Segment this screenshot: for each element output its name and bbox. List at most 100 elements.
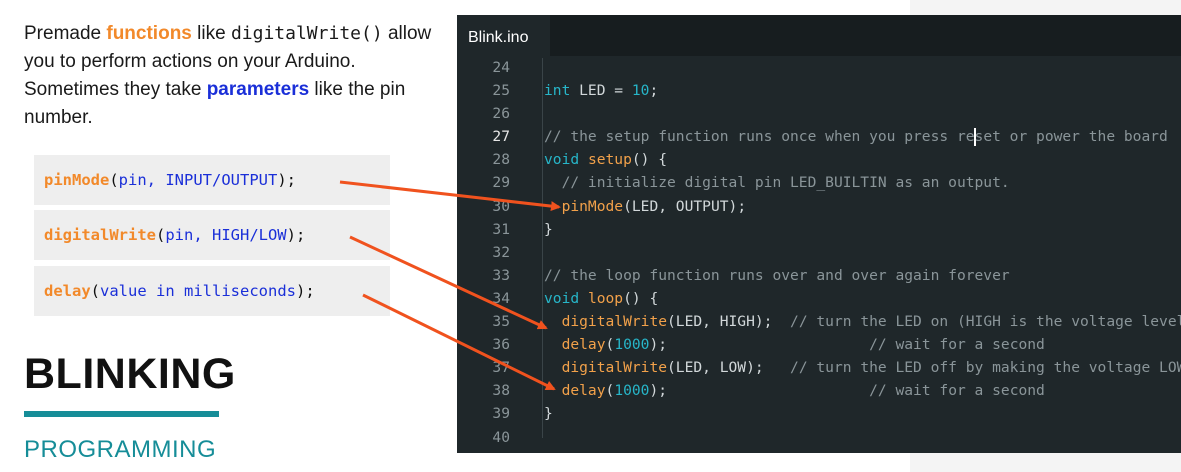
code-token: pinMode — [561, 197, 624, 215]
code-line[interactable]: 38 delay(1000); // wait for a second — [457, 379, 1181, 402]
snippet-function: delay — [44, 282, 91, 300]
code-token: // wait for a second — [869, 382, 1045, 400]
code-token: // initialize digital pin LED_BUILTIN as… — [544, 174, 1010, 192]
functions-keyword: functions — [106, 23, 192, 44]
snippet-punct: ( — [109, 171, 119, 189]
snippet-punct: ); — [277, 171, 296, 189]
snippet-args: value in milliseconds — [100, 282, 296, 300]
code-line[interactable]: 39} — [457, 402, 1181, 425]
code-line[interactable]: 37 digitalWrite(LED, LOW); // turn the L… — [457, 356, 1181, 379]
code-token: } — [544, 220, 553, 238]
intro-text: Premade — [24, 23, 107, 44]
snippet-delay: delay(value in milliseconds); — [34, 266, 390, 316]
code-token: (LED, OUTPUT); — [623, 197, 747, 215]
text-cursor — [973, 128, 976, 147]
code-line[interactable]: 28 void setup() { — [457, 148, 1181, 171]
code-text: // the loop function runs over and over … — [544, 264, 1010, 287]
code-line[interactable]: 27 // the setup function runs once when y… — [457, 125, 1181, 148]
code-line[interactable]: 29 // initialize digital pin LED_BUILTIN… — [457, 171, 1181, 194]
code-token: ( — [605, 382, 615, 400]
code-text: delay(1000); // wait for a second — [544, 379, 1045, 402]
snippet-digitalwrite: digitalWrite(pin, HIGH/LOW); — [34, 210, 390, 260]
code-token: loop — [587, 289, 624, 307]
code-token: // the setup function runs once when you… — [544, 128, 975, 146]
code-token: delay — [561, 382, 606, 400]
line-number: 29 — [492, 174, 510, 192]
line-number: 36 — [492, 336, 510, 354]
code-text: delay(1000); // wait for a second — [544, 333, 1045, 356]
page-heading: BLINKING — [24, 350, 236, 398]
code-token: LED = — [570, 82, 632, 100]
code-token — [544, 198, 562, 215]
code-line[interactable]: 25 int LED = 10; — [457, 79, 1181, 102]
code-text: } — [544, 218, 553, 241]
line-number: 37 — [492, 359, 510, 377]
code-token: digitalWrite — [561, 359, 668, 377]
line-number: 31 — [492, 220, 510, 238]
code-token: delay — [561, 336, 606, 354]
code-token: 1000 — [614, 382, 650, 400]
code-token — [579, 290, 588, 307]
code-line[interactable]: 30 pinMode(LED, OUTPUT); — [457, 195, 1181, 218]
code-line[interactable]: 24 — [457, 56, 1181, 79]
code-text: pinMode(LED, OUTPUT); — [544, 195, 747, 218]
line-number: 27 — [492, 128, 510, 146]
editor-tab-bar: Blink.ino — [457, 15, 1181, 56]
code-token: set or power the board — [974, 128, 1168, 146]
intro-text: like — [191, 23, 231, 44]
code-editor: Blink.ino 24 25 int LED = 10; 26 27 // the se… — [457, 15, 1181, 453]
code-token: (LED, HIGH); — [667, 313, 791, 331]
line-number: 33 — [492, 266, 510, 284]
code-line[interactable]: 35 digitalWrite(LED, HIGH); // turn the … — [457, 310, 1181, 333]
code-line[interactable]: 31} — [457, 218, 1181, 241]
code-token — [544, 336, 562, 353]
code-token: // turn the LED off by making the voltag… — [790, 359, 1181, 377]
code-token — [544, 313, 562, 330]
code-token: () { — [623, 289, 659, 307]
code-line[interactable]: 32 — [457, 241, 1181, 264]
tab-blink-ino[interactable]: Blink.ino — [457, 15, 550, 56]
snippet-punct: ); — [286, 226, 306, 244]
snippet-punct: ( — [90, 282, 101, 300]
intro-text: allow you to perform actions on your Ard… — [24, 23, 432, 100]
line-number: 38 — [492, 382, 510, 400]
code-text: // the setup function runs once when you… — [544, 125, 1168, 148]
code-text: } — [544, 402, 553, 425]
line-number: 26 — [492, 105, 510, 123]
code-text: int LED = 10; — [544, 79, 658, 102]
parameters-keyword: parameters — [206, 79, 310, 100]
line-number: 30 — [492, 197, 510, 215]
code-token: // turn the LED on (HIGH is the voltage … — [790, 313, 1181, 331]
code-area[interactable]: 24 25 int LED = 10; 26 27 // the setup functi… — [457, 56, 1181, 449]
intro-paragraph: Premade functions like digitalWrite() al… — [24, 20, 444, 132]
snippet-function: digitalWrite — [44, 226, 156, 244]
code-token — [544, 359, 562, 376]
code-token — [579, 151, 588, 168]
code-token: () { — [631, 151, 668, 169]
code-line[interactable]: 33 // the loop function runs over and ove… — [457, 264, 1181, 287]
heading-underline — [24, 411, 219, 417]
snippet-punct: ( — [155, 226, 166, 244]
line-number: 24 — [492, 59, 510, 76]
snippet-function: pinMode — [44, 171, 110, 189]
code-text: void setup() { — [544, 148, 667, 171]
code-line[interactable]: 36 delay(1000); // wait for a second — [457, 333, 1181, 356]
line-number: 25 — [492, 82, 510, 100]
line-number: 40 — [492, 428, 510, 446]
snippet-args: pin, HIGH/LOW — [165, 226, 287, 244]
snippet-args: pin, INPUT/OUTPUT — [118, 171, 278, 189]
code-text: digitalWrite(LED, HIGH); // turn the LED… — [544, 310, 1181, 333]
code-line[interactable]: 40 — [457, 426, 1181, 449]
inline-code: digitalWrite() — [230, 23, 383, 44]
code-token: 1000 — [614, 336, 650, 354]
code-token: void — [544, 289, 580, 307]
snippet-punct: ); — [295, 282, 315, 300]
code-token: ); — [649, 336, 870, 354]
line-number: 28 — [492, 151, 510, 169]
code-token: // the loop function runs over and over … — [544, 266, 1010, 284]
line-number: 35 — [492, 313, 510, 331]
code-line[interactable]: 26 — [457, 102, 1181, 125]
code-token: ); — [649, 382, 870, 400]
code-token: ( — [605, 336, 615, 354]
